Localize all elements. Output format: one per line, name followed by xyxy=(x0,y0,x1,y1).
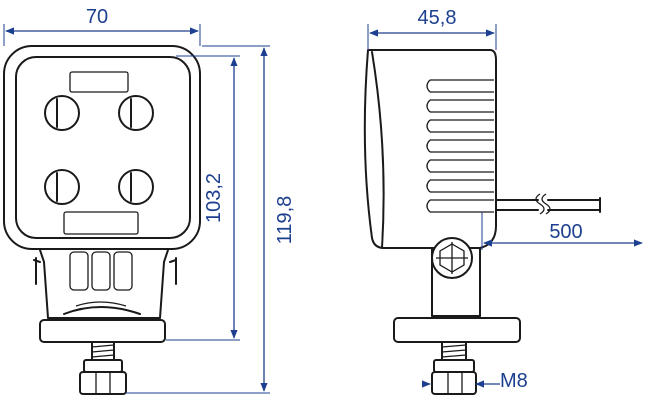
dim-front-height-total: 119,8 xyxy=(126,45,296,394)
side-cable xyxy=(495,193,601,215)
dim-thread: M8 xyxy=(421,370,528,392)
side-heatsink-fins xyxy=(426,79,494,213)
front-view xyxy=(3,45,201,395)
side-view xyxy=(363,49,601,395)
dim-front-width: 70 xyxy=(3,6,201,46)
side-base-plate xyxy=(393,317,521,343)
front-housing-outer xyxy=(3,45,201,250)
side-pivot-bracket xyxy=(431,237,481,317)
led-reflector-top-left xyxy=(44,95,80,131)
side-lens-face xyxy=(371,51,385,249)
led-reflector-bottom-left xyxy=(44,169,80,205)
led-reflector-bottom-right xyxy=(118,169,154,205)
front-height-total-label: 119,8 xyxy=(274,196,296,245)
thread-label: M8 xyxy=(500,370,528,392)
front-width-label: 70 xyxy=(86,6,108,28)
dim-cable-length: 500 xyxy=(481,212,643,250)
front-height-body-label: 103,2 xyxy=(203,173,225,223)
front-base-plate xyxy=(39,319,166,343)
front-lens-frame xyxy=(15,56,191,239)
side-depth-label: 45,8 xyxy=(418,7,457,29)
front-mount-bracket xyxy=(33,249,177,319)
dim-side-depth: 45,8 xyxy=(367,7,497,50)
cable-length-label: 500 xyxy=(549,221,582,243)
dim-front-height-body: 103,2 xyxy=(166,55,240,341)
bottom-label-plate xyxy=(63,211,139,235)
front-stud xyxy=(79,341,127,395)
side-stud xyxy=(431,341,477,395)
top-label-plate xyxy=(69,71,129,93)
led-reflector-top-right xyxy=(118,95,154,131)
